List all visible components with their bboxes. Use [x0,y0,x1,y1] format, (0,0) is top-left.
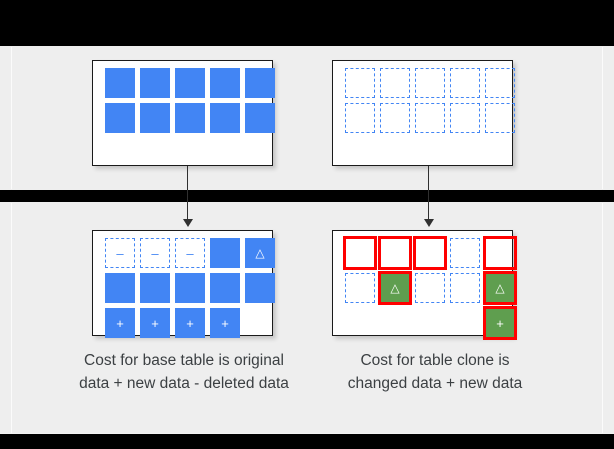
cell-base-final-r3c4: + [210,308,240,338]
cell-clone-final-r3c5: + [483,306,517,340]
base-flow-arrow-head [183,219,193,227]
cell-grid-clone-original [345,68,515,133]
cell-base-final-r1c5: △ [245,238,275,268]
cell-clone-original-r2c3 [415,103,445,133]
cell-clone-final-r3c3 [415,308,445,338]
cell-base-final-r2c4 [210,273,240,303]
cell-clone-original-r2c5 [485,103,515,133]
cell-base-original-r2c5 [245,103,275,133]
panel-right-rail-upper [602,47,603,189]
cell-base-final-r2c3 [175,273,205,303]
panel-left-rail-lower [11,203,12,433]
cell-base-final-r1c2: – [140,238,170,268]
cell-base-original-r1c2 [140,68,170,98]
cell-clone-final-r2c5: △ [483,271,517,305]
cell-base-final-r3c5 [245,308,275,338]
triangle-icon: △ [255,246,265,260]
plus-icon: + [496,315,504,331]
cell-clone-original-r1c1 [345,68,375,98]
cell-base-final-r2c1 [105,273,135,303]
table-base-final: – – – △ + + + + [92,230,275,338]
minus-icon: – [116,245,124,261]
cell-base-final-r3c2: + [140,308,170,338]
caption-base-table: Cost for base table is original data + n… [79,352,289,392]
table-clone-final: △ △ + [332,230,517,340]
cell-base-final-r3c3: + [175,308,205,338]
cell-clone-final-r1c5 [483,236,517,270]
cell-clone-final-r2c2: △ [378,271,412,305]
cell-base-original-r2c4 [210,103,240,133]
panel-bottom-divider [0,433,614,434]
cell-grid-clone-final: △ △ + [343,236,517,340]
cell-clone-final-r2c3 [415,273,445,303]
cell-base-original-r2c1 [105,103,135,133]
cell-clone-final-r1c3 [413,236,447,270]
cell-clone-original-r2c4 [450,103,480,133]
cell-clone-original-r1c2 [380,68,410,98]
panel-left-rail-upper [11,47,12,189]
cell-clone-final-r3c2 [380,308,410,338]
cell-base-final-r1c3: – [175,238,205,268]
panel-right-rail-lower [602,203,603,433]
cell-clone-final-r3c4 [450,308,480,338]
cell-base-final-r1c1: – [105,238,135,268]
cell-base-original-r1c5 [245,68,275,98]
caption-table-clone: Cost for table clone is changed data + n… [347,352,523,392]
plus-icon: + [186,315,194,331]
cell-clone-original-r2c1 [345,103,375,133]
minus-icon: – [151,245,159,261]
triangle-icon: △ [495,281,505,295]
clone-flow-arrow-head [424,219,434,227]
cell-clone-final-r1c1 [343,236,377,270]
table-base-original [92,60,275,166]
cell-base-original-r1c3 [175,68,205,98]
plus-icon: + [221,315,229,331]
plus-icon: + [116,315,124,331]
cell-base-original-r1c4 [210,68,240,98]
cell-clone-final-r2c1 [345,273,375,303]
base-flow-arrow-line [187,166,189,220]
minus-icon: – [186,245,194,261]
triangle-icon: △ [390,281,400,295]
cell-base-original-r2c2 [140,103,170,133]
cell-clone-final-r2c4 [450,273,480,303]
cell-base-original-r2c3 [175,103,205,133]
cell-grid-base-final: – – – △ + + + + [105,238,275,338]
plus-icon: + [151,315,159,331]
cell-clone-original-r1c3 [415,68,445,98]
cell-grid-base-original [105,68,275,133]
cell-clone-final-r1c2 [378,236,412,270]
table-clone-original [332,60,515,166]
cell-clone-original-r2c2 [380,103,410,133]
cell-clone-final-r1c4 [450,238,480,268]
cell-base-final-r2c2 [140,273,170,303]
cell-clone-final-r3c1 [345,308,375,338]
cell-base-final-r1c4 [210,238,240,268]
cell-clone-original-r1c4 [450,68,480,98]
cell-base-final-r3c1: + [105,308,135,338]
clone-flow-arrow-line [428,166,430,220]
cell-base-final-r2c5 [245,273,275,303]
cell-clone-original-r1c5 [485,68,515,98]
cell-base-original-r1c1 [105,68,135,98]
